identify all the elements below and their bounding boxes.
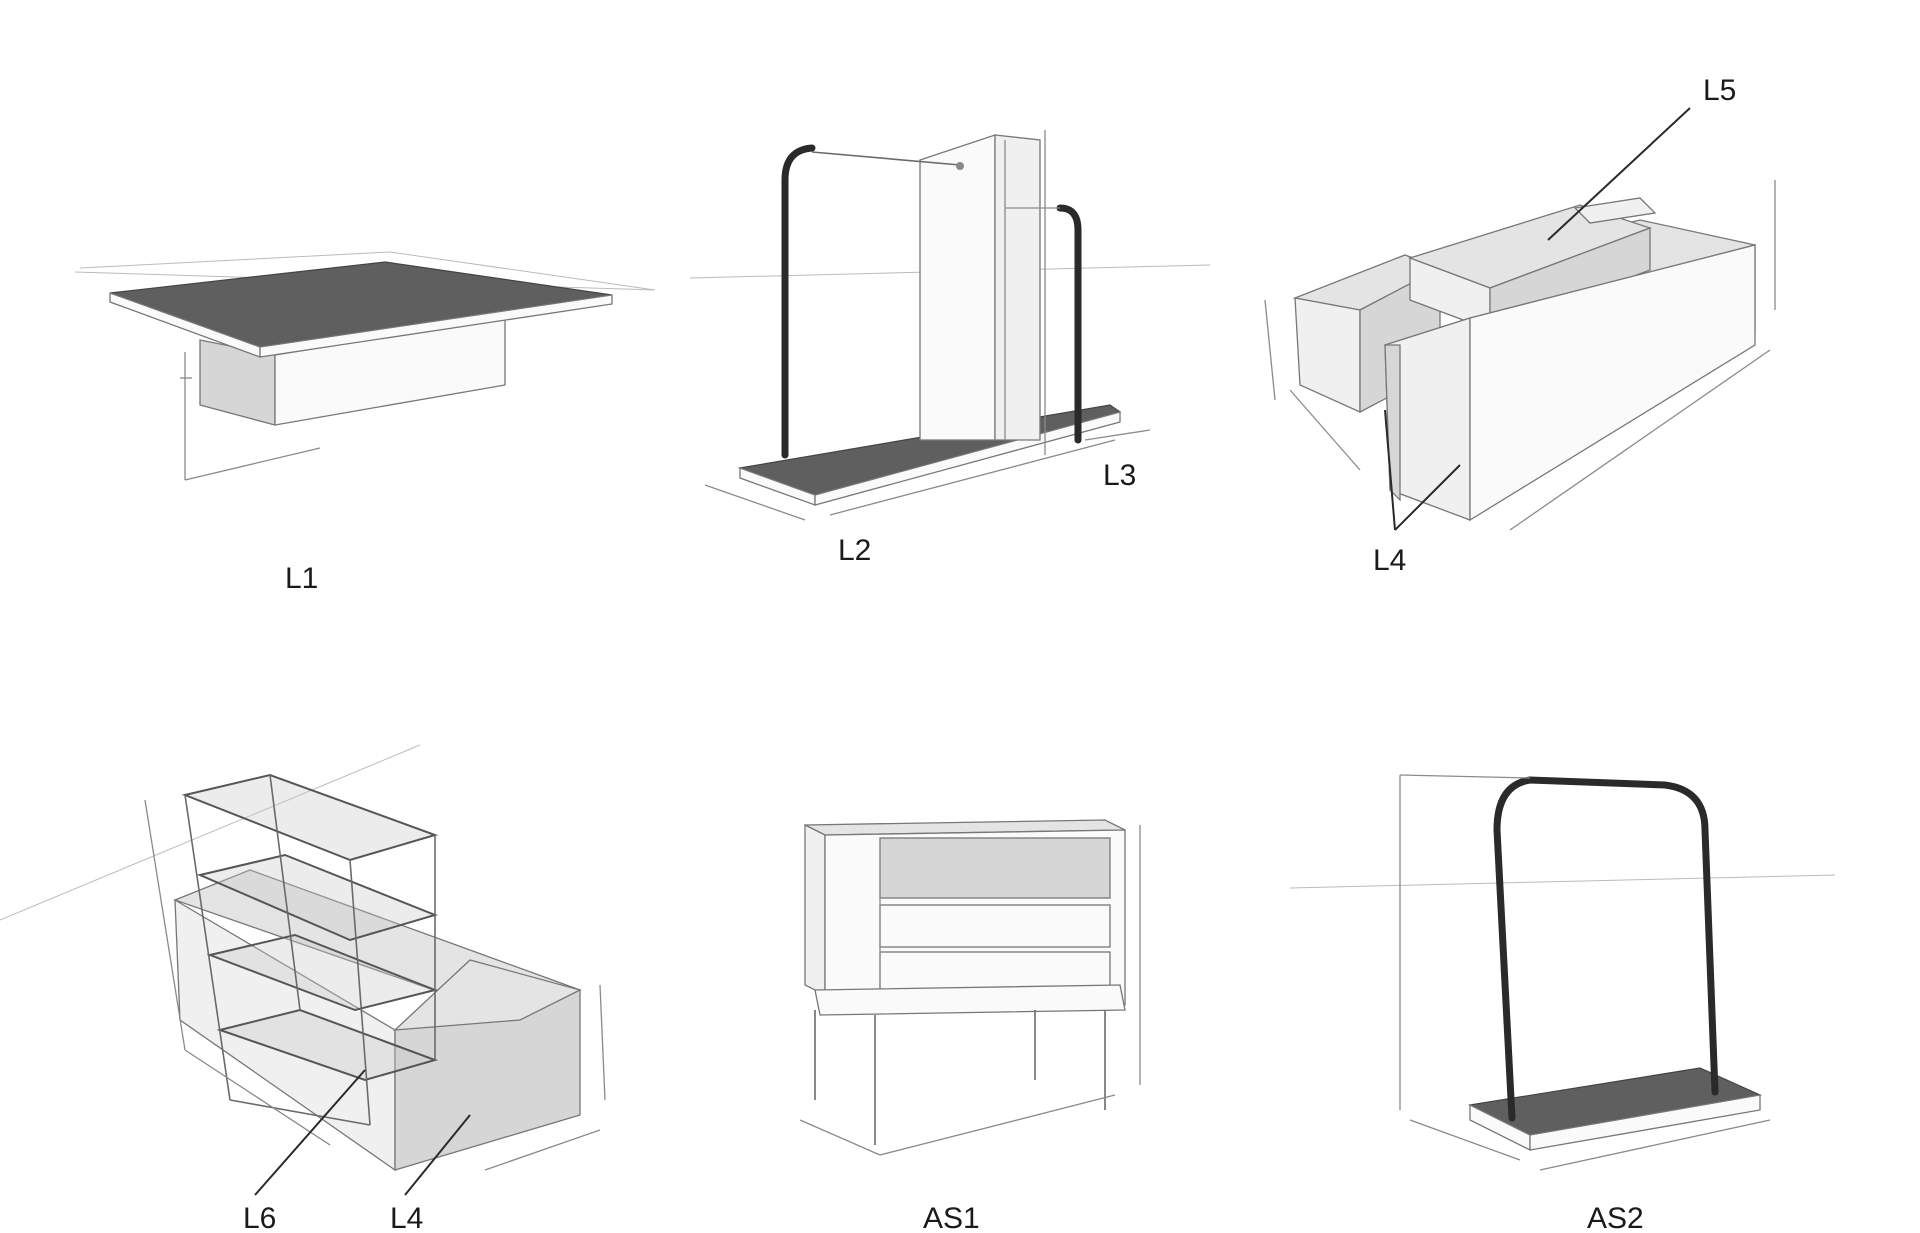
label-l6: L6 <box>243 1202 276 1233</box>
label-l2: L2 <box>838 534 871 567</box>
label-l5: L5 <box>1703 74 1736 107</box>
fixture-as2-rail <box>1289 774 1836 1171</box>
label-l1: L1 <box>285 562 318 595</box>
label-l4-bottom: L4 <box>390 1202 423 1233</box>
label-as2: AS2 <box>1587 1202 1644 1233</box>
label-l3: L3 <box>1103 459 1136 492</box>
fixture-as1-cabinet <box>799 819 1141 1156</box>
fixture-l1-table <box>74 251 656 481</box>
label-l4-top: L4 <box>1373 544 1406 577</box>
fixture-l4-l5-blocks <box>1264 107 1776 531</box>
fixture-l2-l3-rails <box>689 130 1211 521</box>
fixture-l6-l4-shelving <box>0 744 606 1196</box>
label-as1: AS1 <box>923 1202 980 1233</box>
